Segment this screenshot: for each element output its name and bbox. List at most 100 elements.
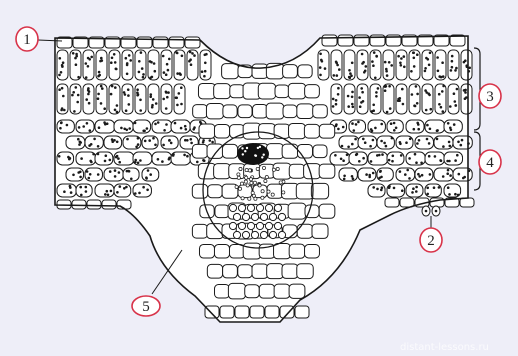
- chloroplast: [77, 76, 80, 79]
- chloroplast: [397, 99, 400, 102]
- chloroplast: [442, 85, 445, 88]
- chloroplast: [142, 73, 145, 76]
- cell: [435, 50, 446, 80]
- phloem-cell: [241, 197, 244, 200]
- chloroplast: [384, 61, 387, 64]
- cell: [370, 50, 381, 80]
- epidermis-cell: [235, 306, 249, 318]
- parenchyma-cell: [305, 245, 320, 258]
- chloroplast: [376, 188, 379, 191]
- phloem-cell: [271, 193, 274, 196]
- chloroplast: [139, 159, 142, 162]
- chloroplast: [98, 126, 101, 129]
- chloroplast: [92, 153, 95, 156]
- cell: [358, 136, 377, 149]
- chloroplast: [99, 60, 102, 63]
- chloroplast: [342, 126, 345, 129]
- chloroplast: [193, 126, 196, 129]
- chloroplast: [124, 93, 127, 96]
- chloroplast: [442, 175, 445, 178]
- chloroplast: [86, 122, 89, 125]
- cell: [95, 152, 113, 165]
- chloroplast: [106, 190, 109, 193]
- chloroplast: [88, 177, 91, 180]
- chloroplast: [186, 139, 189, 142]
- chloroplast: [62, 95, 65, 98]
- chloroplast: [189, 51, 192, 54]
- phloem-cell: [253, 181, 256, 184]
- cell: [70, 50, 81, 80]
- chloroplast: [352, 177, 355, 180]
- cell: [444, 120, 462, 133]
- xylem-vessel: [238, 204, 245, 211]
- chloroplast: [393, 129, 396, 132]
- parenchyma-cell: [223, 265, 238, 278]
- chloroplast: [449, 105, 452, 108]
- chloroplast: [464, 97, 467, 100]
- chloroplast: [391, 160, 394, 163]
- parenchyma-cell: [222, 64, 239, 79]
- chloroplast: [406, 169, 409, 172]
- xylem-vessel: [260, 213, 267, 220]
- cell: [70, 84, 81, 114]
- chloroplast: [409, 138, 412, 141]
- phloem-cell: [261, 196, 264, 199]
- chloroplast: [166, 63, 169, 66]
- chloroplast: [209, 139, 212, 142]
- parenchyma-cell: [230, 85, 244, 98]
- parenchyma-cell: [273, 163, 291, 179]
- chloroplast: [348, 69, 351, 72]
- watermark: distant-lessons.ru: [400, 342, 489, 353]
- parenchyma-cell: [214, 124, 229, 138]
- chloroplast: [360, 87, 363, 90]
- chloroplast: [88, 102, 91, 105]
- epidermis-cell: [87, 200, 101, 209]
- parenchyma-cell: [289, 244, 305, 258]
- chloroplast: [335, 103, 338, 106]
- xylem-vessel: [260, 231, 267, 238]
- cell: [171, 152, 190, 165]
- chloroplast: [440, 76, 443, 79]
- cell: [135, 50, 146, 80]
- chloroplast: [76, 101, 79, 104]
- chloroplast: [162, 98, 165, 101]
- chloroplast: [448, 141, 451, 144]
- cell: [434, 168, 453, 181]
- chloroplast: [375, 95, 378, 98]
- chloroplast: [61, 87, 64, 90]
- phloem-cell: [279, 181, 282, 184]
- chloroplast: [424, 70, 427, 73]
- chloroplast: [116, 104, 119, 107]
- chloroplast: [110, 61, 113, 64]
- epidermis-cell: [250, 306, 264, 318]
- chloroplast: [418, 175, 421, 178]
- parenchyma-cell: [313, 145, 327, 158]
- chloroplast: [415, 85, 418, 88]
- cell: [344, 84, 355, 114]
- cell: [95, 120, 115, 133]
- chloroplast: [154, 144, 157, 147]
- phloem-cell: [249, 178, 252, 181]
- chloroplast: [461, 139, 464, 142]
- chloroplast: [204, 70, 207, 73]
- chloroplast: [129, 59, 132, 62]
- chloroplast: [63, 109, 66, 112]
- chloroplast: [457, 194, 460, 197]
- chloroplast: [337, 87, 340, 90]
- chloroplast: [179, 72, 182, 75]
- chloroplast: [375, 91, 378, 94]
- cell: [114, 184, 131, 197]
- parenchyma-cell: [267, 264, 284, 279]
- chloroplast: [439, 159, 442, 162]
- chloroplast: [116, 191, 119, 194]
- chloroplast: [417, 123, 420, 126]
- phloem-cell: [250, 181, 253, 184]
- xylem-vessel: [242, 213, 249, 220]
- chloroplast: [176, 104, 179, 107]
- chloroplast: [402, 103, 405, 106]
- parenchyma-cell: [304, 124, 319, 138]
- chloroplast: [438, 93, 441, 96]
- cell: [396, 50, 407, 80]
- cell: [448, 50, 459, 80]
